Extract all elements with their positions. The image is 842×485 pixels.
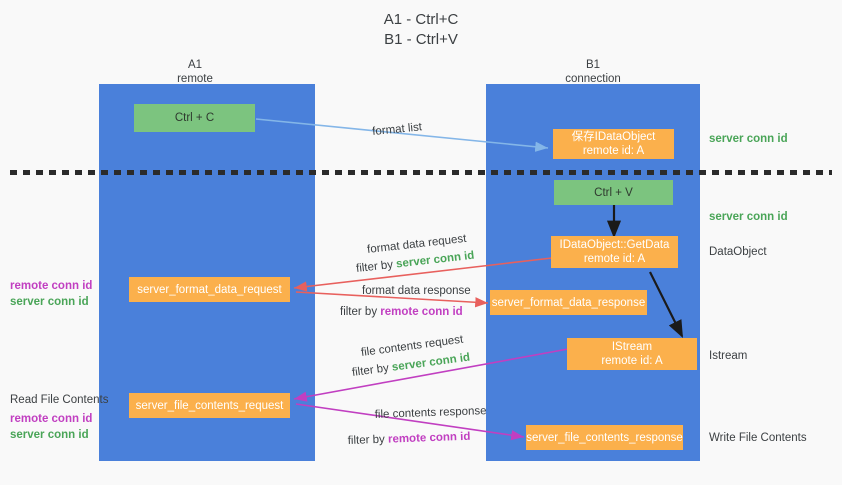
edge-filter-id-remote-conn-id: remote conn id <box>380 306 463 318</box>
node-server-format-data-request[interactable]: server_format_data_request <box>129 277 290 302</box>
right-label-server-conn-id-1: server conn id <box>709 133 788 145</box>
node-ctrl-c-label: Ctrl + C <box>174 112 215 124</box>
lane-header-a1-title: A1 <box>187 59 203 71</box>
left-label-read-file-contents: Read File Contents <box>10 394 109 406</box>
node-idataobject-getdata-line-2: remote id: A <box>583 253 646 265</box>
dashed-separator-line <box>10 170 832 175</box>
edge-filter-id-remote-conn-id: remote conn id <box>387 430 471 446</box>
node-server-file-contents-response-label: server_file_contents_response <box>526 431 683 444</box>
lane-header-b1: B1 connection <box>513 58 673 86</box>
node-ctrl-v-label: Ctrl + V <box>594 186 633 199</box>
node-istream-line-1: IStream <box>611 341 653 353</box>
lane-header-a1-subtitle: remote <box>177 73 213 85</box>
right-label-istream: Istream <box>709 350 748 362</box>
edge-label-format-data-response: format data response <box>362 285 471 297</box>
node-istream[interactable]: IStream remote id: A <box>567 338 697 370</box>
lane-header-b1-title: B1 <box>585 59 601 71</box>
node-server-file-contents-response[interactable]: server_file_contents_response <box>526 425 683 450</box>
right-label-dataobject: DataObject <box>709 246 767 258</box>
node-server-file-contents-request[interactable]: server_file_contents_request <box>129 393 290 418</box>
left-label-server-conn-id-2: server conn id <box>10 429 89 441</box>
node-idataobject-getdata-line-1: IDataObject::GetData <box>559 239 670 251</box>
node-ctrl-v[interactable]: Ctrl + V <box>554 180 673 205</box>
node-save-idataobject[interactable]: 保存IDataObject remote id: A <box>553 129 674 159</box>
node-istream-line-2: remote id: A <box>601 355 663 367</box>
edge-file-contents-request <box>293 348 569 402</box>
edge-format-data-response <box>295 291 489 308</box>
node-save-idataobject-line-1: 保存IDataObject <box>571 131 656 143</box>
node-ctrl-c[interactable]: Ctrl + C <box>134 104 255 132</box>
node-server-format-data-response[interactable]: server_format_data_response <box>490 290 647 315</box>
lane-header-b1-subtitle: connection <box>565 73 621 85</box>
edge-file-contents-response <box>295 403 525 441</box>
edge-filter-prefix: filter by <box>347 433 389 448</box>
node-idataobject-getdata[interactable]: IDataObject::GetData remote id: A <box>551 236 678 268</box>
diagram-title: A1 - Ctrl+C B1 - Ctrl+V <box>0 10 842 50</box>
diagram-title-line-1: A1 - Ctrl+C <box>383 11 459 28</box>
diagram-title-line-2: B1 - Ctrl+V <box>384 31 458 48</box>
node-server-format-data-response-label: server_format_data_response <box>491 296 646 309</box>
node-server-file-contents-request-label: server_file_contents_request <box>135 399 284 412</box>
edge-filter-format-data-response: filter by remote conn id <box>340 305 463 319</box>
left-label-remote-conn-id-1: remote conn id <box>10 280 93 292</box>
edge-filter-prefix: filter by <box>340 306 381 318</box>
node-save-idataobject-line-2: remote id: A <box>582 145 645 157</box>
edge-format-list <box>255 118 549 152</box>
edge-format-data-request <box>293 257 553 292</box>
left-label-server-conn-id-1: server conn id <box>10 296 89 308</box>
lane-header-a1: A1 remote <box>115 58 275 86</box>
node-server-format-data-request-label: server_format_data_request <box>137 283 282 296</box>
left-label-remote-conn-id-2: remote conn id <box>10 413 93 425</box>
right-label-server-conn-id-2: server conn id <box>709 211 788 223</box>
edge-getdata-to-istream <box>649 271 683 338</box>
right-label-write-file-contents: Write File Contents <box>709 432 807 444</box>
